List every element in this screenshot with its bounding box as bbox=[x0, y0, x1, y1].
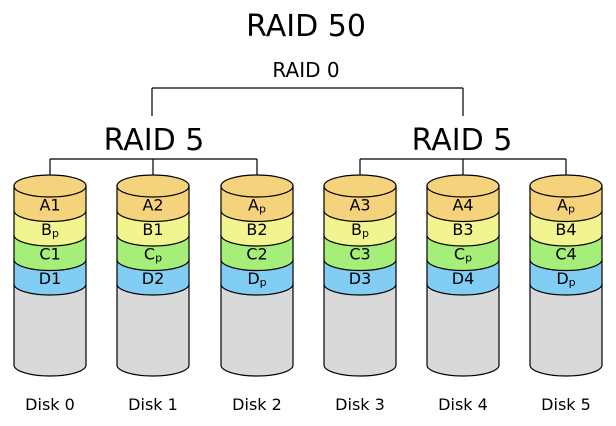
block-name: B bbox=[351, 220, 362, 239]
diagram-title: RAID 50 bbox=[246, 9, 366, 44]
disk-empty-space bbox=[116, 283, 190, 377]
block-name: B1 bbox=[142, 220, 163, 239]
stripe-block-label: Bp bbox=[351, 220, 369, 240]
stripe-block-label: Ap bbox=[557, 195, 575, 215]
disk-top-cap bbox=[323, 174, 397, 198]
block-name: A4 bbox=[452, 195, 473, 214]
raid0-label: RAID 0 bbox=[272, 58, 339, 82]
raid5-label-left: RAID 5 bbox=[104, 123, 205, 158]
stripe-block-label: D2 bbox=[142, 269, 165, 288]
disk-top-cap bbox=[220, 174, 294, 198]
disk-empty-space bbox=[220, 283, 294, 377]
connector-lines bbox=[49, 87, 567, 186]
disk-label: Disk 4 bbox=[438, 395, 488, 414]
disk-top-cap bbox=[529, 174, 603, 198]
stripe-block-label: Dp bbox=[556, 269, 575, 289]
stripe-block-label: B1 bbox=[142, 220, 163, 239]
block-name: C4 bbox=[555, 244, 576, 263]
disk-empty-space bbox=[529, 283, 603, 377]
parity-subscript: p bbox=[155, 251, 162, 264]
block-name: C bbox=[144, 244, 155, 263]
disk-top-cap bbox=[13, 174, 87, 198]
block-name: A3 bbox=[349, 195, 370, 214]
block-name: B4 bbox=[555, 220, 576, 239]
disk-empty-space bbox=[323, 283, 397, 377]
parity-subscript: p bbox=[568, 202, 575, 215]
stripe-block-label: Cp bbox=[144, 244, 162, 264]
stripe-block-label: B4 bbox=[555, 220, 576, 239]
disk-label: Disk 2 bbox=[232, 395, 282, 414]
stripe-block-label: D3 bbox=[349, 269, 372, 288]
parity-subscript: p bbox=[260, 276, 267, 289]
block-name: C3 bbox=[349, 244, 370, 263]
block-name: D bbox=[556, 269, 568, 288]
disk-empty-space bbox=[13, 283, 87, 377]
parity-subscript: p bbox=[465, 251, 472, 264]
stripe-block-label: Bp bbox=[41, 220, 59, 240]
stripe-block-label: B3 bbox=[452, 220, 473, 239]
block-name: C2 bbox=[246, 244, 267, 263]
parity-subscript: p bbox=[259, 202, 266, 215]
block-name: C1 bbox=[39, 244, 60, 263]
stripe-block-label: Cp bbox=[454, 244, 472, 264]
block-name: D1 bbox=[39, 269, 62, 288]
block-name: A1 bbox=[39, 195, 60, 214]
stripe-block-label: D1 bbox=[39, 269, 62, 288]
block-name: B3 bbox=[452, 220, 473, 239]
disk-empty-space bbox=[426, 283, 500, 377]
block-name: A bbox=[248, 195, 259, 214]
block-name: D4 bbox=[452, 269, 475, 288]
block-name: D bbox=[247, 269, 259, 288]
stripe-block-label: A3 bbox=[349, 195, 370, 214]
disk-label: Disk 0 bbox=[25, 395, 75, 414]
stripe-block-label: D4 bbox=[452, 269, 475, 288]
parity-subscript: p bbox=[362, 227, 369, 240]
stripe-block-label: A1 bbox=[39, 195, 60, 214]
block-name: A2 bbox=[142, 195, 163, 214]
stripe-block-label: A4 bbox=[452, 195, 473, 214]
disk-label: Disk 3 bbox=[335, 395, 385, 414]
stripe-block-label: Ap bbox=[248, 195, 266, 215]
stripe-block-label: B2 bbox=[246, 220, 267, 239]
disk-label: Disk 5 bbox=[541, 395, 591, 414]
stripe-block-label: C4 bbox=[555, 244, 576, 263]
block-name: B bbox=[41, 220, 52, 239]
stripe-block-label: Dp bbox=[247, 269, 266, 289]
stripe-block-label: C3 bbox=[349, 244, 370, 263]
block-name: A bbox=[557, 195, 568, 214]
parity-subscript: p bbox=[52, 227, 59, 240]
block-name: C bbox=[454, 244, 465, 263]
block-name: D2 bbox=[142, 269, 165, 288]
stripe-block-label: C1 bbox=[39, 244, 60, 263]
disk-label: Disk 1 bbox=[128, 395, 178, 414]
block-name: D3 bbox=[349, 269, 372, 288]
disk-top-cap bbox=[116, 174, 190, 198]
stripe-block-label: C2 bbox=[246, 244, 267, 263]
stripe-block-label: A2 bbox=[142, 195, 163, 214]
raid5-label-right: RAID 5 bbox=[412, 123, 513, 158]
disk-top-cap bbox=[426, 174, 500, 198]
block-name: B2 bbox=[246, 220, 267, 239]
parity-subscript: p bbox=[569, 276, 576, 289]
